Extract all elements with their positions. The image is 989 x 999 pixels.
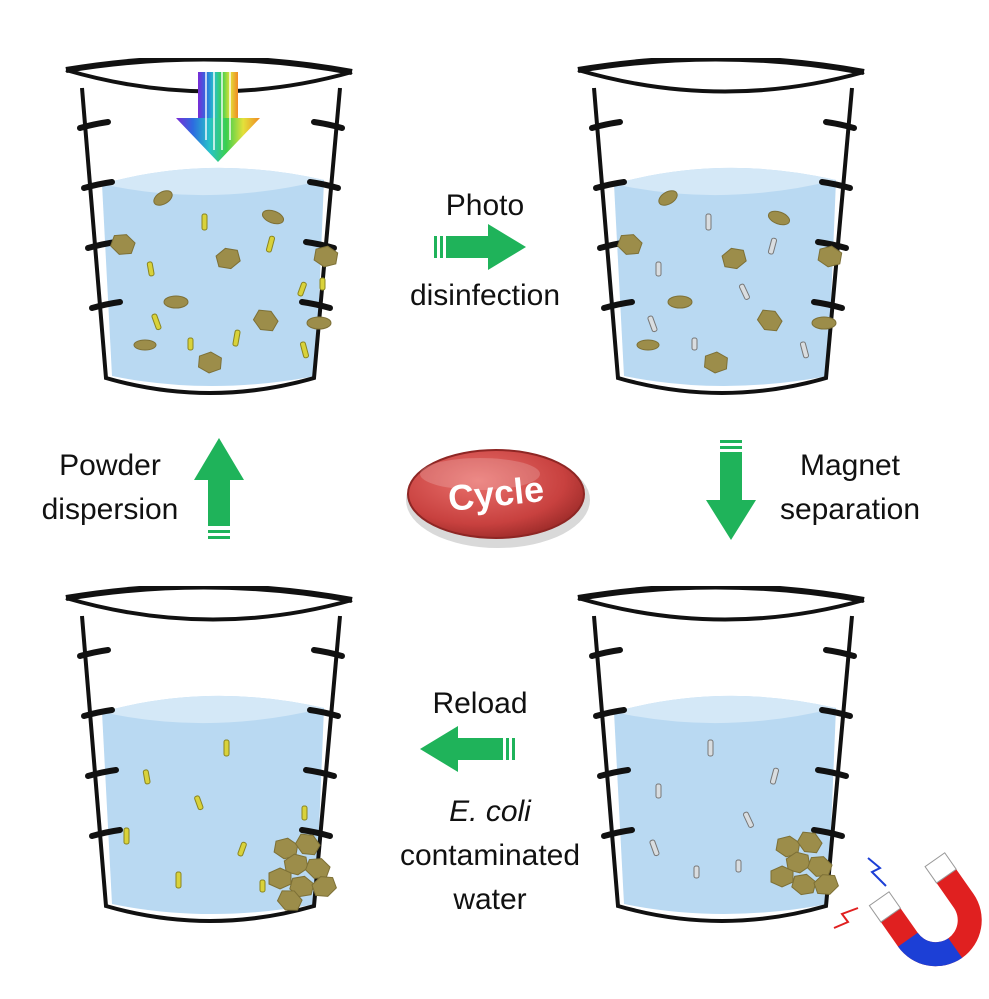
magnet-spark-icon (833, 857, 887, 929)
green-arrows (194, 224, 756, 772)
contaminated-water-label: E. coli contaminated water (390, 794, 590, 918)
bacteria-rods-reloaded (123, 739, 308, 893)
water-text: water (453, 883, 527, 916)
powder-text: Powder (59, 449, 161, 482)
horseshoe-magnet-icon (868, 852, 982, 967)
beaker-bottom-right (578, 586, 864, 921)
particles-after-disinfection (615, 190, 844, 375)
photo-text: Photo (445, 189, 525, 222)
bacteria-rods (146, 213, 326, 359)
ecoli-text: E. coli (449, 795, 531, 828)
arrow-down (706, 440, 756, 540)
rainbow-light-arrow-icon (176, 72, 260, 162)
beaker-bottom-left (66, 586, 352, 921)
beaker-top-right (578, 58, 864, 393)
separation-text: separation (779, 493, 921, 526)
disinfection-text: disinfection (409, 279, 561, 312)
arrow-left (420, 726, 515, 772)
cycle-badge-icon: Cycle (406, 449, 590, 548)
magnet-separation-label: Magnet separation (770, 448, 930, 528)
dispersion-text: dispersion (41, 493, 179, 526)
disinfection-label: disinfection (380, 278, 590, 314)
particles-dispersed (108, 190, 340, 375)
arrow-up (194, 438, 244, 539)
reload-label: Reload (400, 686, 560, 722)
dead-bacteria-rods-separated (649, 739, 780, 879)
reload-text: Reload (432, 687, 528, 720)
beaker-top-left (66, 58, 352, 393)
magnet-text: Magnet (799, 449, 901, 482)
photo-disinfection-label: Photo (400, 188, 570, 224)
cycle-label: Cycle (446, 468, 546, 519)
dead-bacteria-rods (647, 213, 810, 359)
arrow-right (434, 224, 526, 270)
powder-dispersion-label: Powder dispersion (30, 448, 190, 528)
contaminated-text: contaminated (399, 839, 581, 872)
